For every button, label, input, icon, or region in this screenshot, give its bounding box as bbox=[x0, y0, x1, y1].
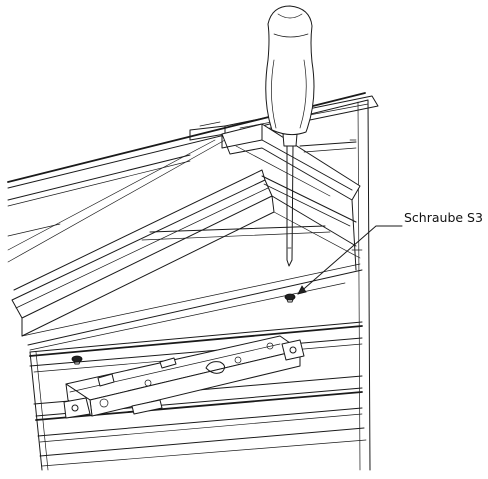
callout-label: Schraube S3 bbox=[404, 210, 483, 225]
inner-panel bbox=[7, 223, 363, 351]
screw-left bbox=[71, 355, 83, 365]
callout-schraube-s3: Schraube S3 bbox=[297, 210, 483, 295]
upper-frame-profile bbox=[7, 92, 379, 207]
crossbar bbox=[221, 123, 361, 271]
screwdriver bbox=[265, 5, 315, 267]
screw-s3 bbox=[284, 293, 296, 303]
lock-plate bbox=[63, 335, 305, 419]
